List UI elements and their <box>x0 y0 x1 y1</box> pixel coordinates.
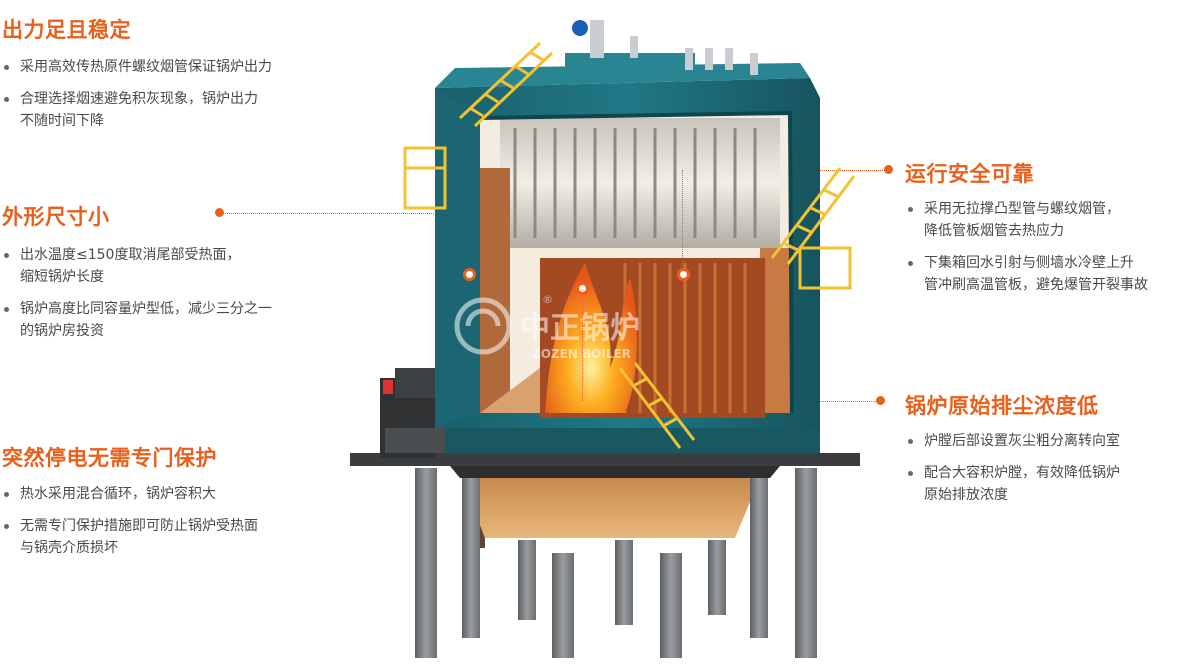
flame <box>545 263 637 413</box>
support-leg <box>615 540 633 625</box>
list-item: 出水温度≤150度取消尾部受热面，缩短锅炉长度 <box>2 244 272 288</box>
feature-list-small-size: 出水温度≤150度取消尾部受热面，缩短锅炉长度 锅炉高度比同容量炉型低，减少三分… <box>2 244 272 352</box>
watermark-registered-mark: ® <box>542 293 553 306</box>
feature-list-power-failure: 热水采用混合循环，锅炉容积大 无需专门保护措施即可防止锅炉受热面与锅壳介质损坏 <box>2 483 258 569</box>
feature-list-safe-operation: 采用无拉撑凸型管与螺纹烟管，降低管板烟管去热应力 下集箱回水引射与侧墙水冷壁上升… <box>906 198 1148 306</box>
list-item: 下集箱回水引射与侧墙水冷壁上升管冲刷高温管板，避免爆管开裂事故 <box>906 252 1148 296</box>
support-leg <box>415 468 437 658</box>
ash-hopper <box>462 478 760 538</box>
list-item: 采用无拉撑凸型管与螺纹烟管，降低管板烟管去热应力 <box>906 198 1148 242</box>
ladder-left <box>403 41 554 210</box>
ladder-right <box>618 167 856 449</box>
coal-feeder <box>380 368 445 458</box>
list-item: 锅炉高度比同容量炉型低，减少三分之一的锅炉房投资 <box>2 298 272 342</box>
support-leg <box>708 540 726 615</box>
watermark-logo: 中正锅炉 ZOZEN BOILER ® <box>454 293 640 361</box>
connector-dot-low-dust <box>876 396 885 405</box>
feature-list-low-dust: 炉膛后部设置灰尘粗分离转向室 配合大容积炉膛，有效降低锅炉原始排放浓度 <box>906 430 1120 516</box>
list-item: 配合大容积炉膛，有效降低锅炉原始排放浓度 <box>906 462 1120 506</box>
support-leg <box>660 553 682 658</box>
support-leg <box>462 478 480 638</box>
bullet-dot <box>4 65 9 70</box>
bullet-dot <box>4 307 9 312</box>
bullet-dot <box>908 471 913 476</box>
list-item: 采用高效传热原件螺纹烟管保证锅炉出力 <box>2 56 272 78</box>
support-leg <box>552 553 574 658</box>
feature-list-stable-output: 采用高效传热原件螺纹烟管保证锅炉出力 合理选择烟速避免积灰现象，锅炉出力不随时间… <box>2 56 272 142</box>
connector-vertical-low-dust <box>582 290 583 401</box>
bullet-dot <box>908 207 913 212</box>
bullet-dot <box>4 524 9 529</box>
bullet-dot <box>4 253 9 258</box>
valve-wheel-icon <box>572 20 588 36</box>
bullet-dot <box>908 261 913 266</box>
feature-heading-safe-operation: 运行安全可靠 <box>905 162 1034 186</box>
list-item: 热水采用混合循环，锅炉容积大 <box>2 483 258 505</box>
feature-heading-stable-output: 出力足且稳定 <box>2 18 131 42</box>
feature-heading-small-size: 外形尺寸小 <box>2 205 110 229</box>
feature-marker-safe-operation <box>677 268 690 281</box>
side-water-wall <box>480 168 510 413</box>
fire-tube-section <box>500 118 780 248</box>
watermark-english: ZOZEN BOILER <box>532 347 631 361</box>
support-leg <box>518 540 536 620</box>
connector-vertical-safe-operation <box>682 170 683 270</box>
feature-heading-low-dust: 锅炉原始排尘浓度低 <box>905 394 1099 418</box>
watermark-name: 中正锅炉 <box>520 311 640 346</box>
connector-line-small-size <box>222 213 472 214</box>
list-item: 炉膛后部设置灰尘粗分离转向室 <box>906 430 1120 452</box>
support-frame <box>350 453 860 658</box>
list-item: 无需专门保护措施即可防止锅炉受热面与锅壳介质损坏 <box>2 515 258 559</box>
top-valves <box>565 20 758 75</box>
boiler-illustration: 中正锅炉 ZOZEN BOILER ® <box>350 20 860 658</box>
bullet-dot <box>4 97 9 102</box>
connector-dot-safe-operation <box>884 165 893 174</box>
support-leg <box>750 478 768 638</box>
list-item: 合理选择烟速避免积灰现象，锅炉出力不随时间下降 <box>2 88 272 132</box>
connector-dot-small-size <box>215 208 224 217</box>
bullet-dot <box>4 492 9 497</box>
bullet-dot <box>908 439 913 444</box>
support-leg <box>795 468 817 658</box>
feature-marker-small-size <box>463 268 476 281</box>
feature-heading-power-failure: 突然停电无需专门保护 <box>2 446 217 470</box>
